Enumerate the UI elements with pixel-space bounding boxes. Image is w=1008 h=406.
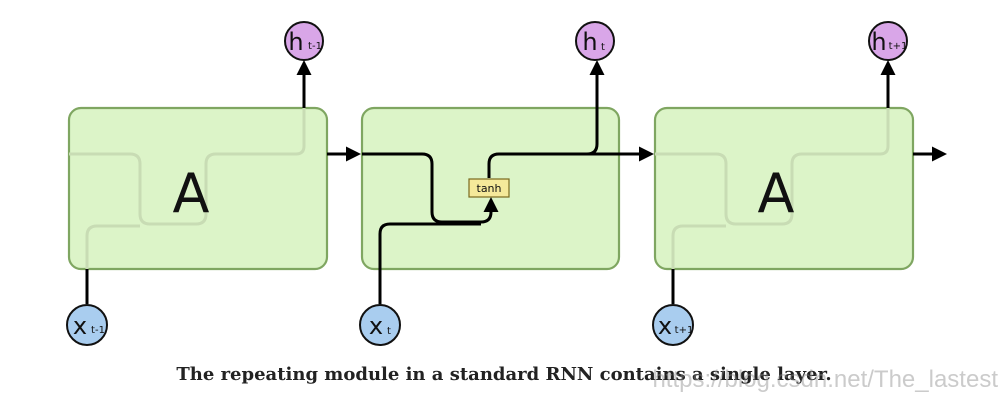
h-node-circle-middle: [575, 21, 615, 61]
ghost-path-left: [69, 108, 306, 226]
h-node-main-middle: h: [582, 28, 597, 56]
tanh-output-path: [487, 146, 654, 178]
cell-label-left: A: [173, 162, 210, 225]
cell-box-left: [67, 106, 329, 271]
x-node-circle-left: [66, 304, 108, 346]
x-node-main-right: x: [658, 312, 672, 340]
x-node-circle-right: [652, 304, 694, 346]
h-node-main-right: h: [871, 28, 886, 56]
input-path-middle: [378, 222, 481, 304]
x-node-left: x t-1: [66, 304, 108, 346]
cell-label-right: A: [758, 162, 795, 225]
x-node-middle: x t: [359, 304, 401, 346]
ghost-input-right: [671, 224, 726, 269]
watermark: https://blog.csdn.net/The_lastest: [652, 366, 998, 393]
h-node-right: h t+1: [868, 21, 908, 61]
h-node-circle-right: [868, 21, 908, 61]
x-node-circle-middle: [359, 304, 401, 346]
cell-box-right: [653, 106, 915, 271]
h-node-main-left: h: [288, 28, 303, 56]
x-node-right: x t+1: [652, 304, 694, 346]
ghost-path-right: [655, 108, 890, 226]
rnn-cell-right: A: [653, 106, 915, 271]
tanh-label: tanh: [477, 182, 502, 195]
h-node-sub-left: t-1: [308, 41, 322, 52]
output-path-middle: [586, 60, 605, 156]
tanh-layer: tanh: [468, 178, 510, 198]
figure-caption: The repeating module in a standard RNN c…: [176, 364, 832, 385]
x-node-sub-middle: t: [387, 326, 391, 337]
h-node-middle: h t: [575, 21, 615, 61]
h-node-left: h t-1: [284, 21, 324, 61]
h-node-sub-middle: t: [601, 42, 605, 53]
h-node-circle-left: [284, 21, 324, 61]
x-node-main-left: x: [73, 312, 87, 340]
rnn-cell-left: A: [67, 106, 329, 271]
x-node-main-middle: x: [369, 312, 383, 340]
x-node-sub-left: t-1: [91, 325, 105, 336]
ghost-input-left: [85, 224, 140, 269]
hidden-state-in-path: [362, 152, 499, 224]
tanh-box: [468, 178, 510, 198]
h-node-sub-right: t+1: [889, 41, 908, 52]
x-node-sub-right: t+1: [675, 325, 694, 336]
